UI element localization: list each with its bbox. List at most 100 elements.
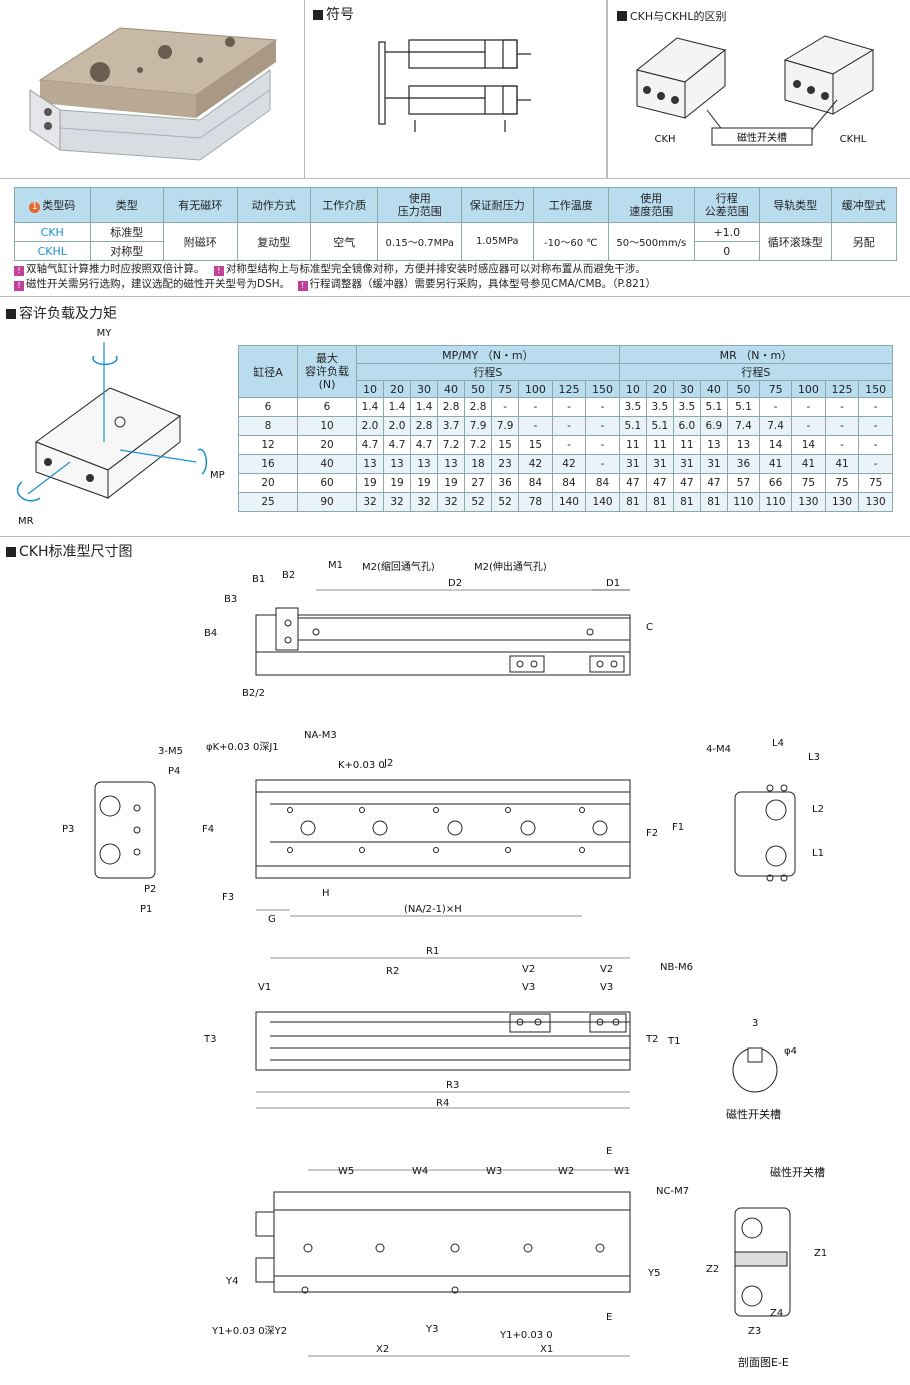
table-cell: 130 xyxy=(824,492,860,512)
table-cell: 130 xyxy=(858,492,893,512)
diff-panel: CKH与CKHL的区别 磁性开关槽 CKH CKHL xyxy=(606,0,910,179)
dim-v2: V2 xyxy=(522,964,535,975)
spec-pressure: 0.15～0.7MPa xyxy=(377,222,463,261)
table-cell: 31 xyxy=(672,454,701,474)
spec-action: 复动型 xyxy=(236,222,311,261)
dim-w1: W1 xyxy=(614,1166,630,1177)
spec-code: CKHL xyxy=(14,241,91,261)
stroke-col: 150 xyxy=(858,380,893,398)
table-cell: 42 xyxy=(518,454,553,474)
dim-na: NA-M3 xyxy=(304,730,337,741)
table-cell: - xyxy=(585,454,620,474)
dim-p1: P1 xyxy=(140,904,152,915)
spec-magnet: 附磁环 xyxy=(163,222,238,261)
dim-l4: L4 xyxy=(772,738,784,749)
table-cell: 140 xyxy=(551,492,587,512)
dim-l1: L1 xyxy=(812,848,824,859)
table-cell: - xyxy=(491,397,520,417)
spec-header: 有无磁环 xyxy=(163,187,238,223)
dim-v1: V1 xyxy=(258,982,271,993)
symbol-panel: 符号 xyxy=(304,0,608,179)
table-cell: 13 xyxy=(355,454,385,474)
table-cell: 12 xyxy=(238,435,298,455)
stroke-col: 30 xyxy=(410,380,439,398)
dim-m4: 4-M4 xyxy=(706,744,731,755)
dim-t2: T2 xyxy=(645,1034,658,1045)
table-cell: 78 xyxy=(518,492,553,512)
table-cell: 47 xyxy=(699,473,728,493)
dim-y1: Y1+0.03 0 xyxy=(499,1330,553,1341)
table-cell: 14 xyxy=(791,435,826,455)
sec-title: 磁性开关槽 xyxy=(770,1165,825,1179)
dim-r2: R2 xyxy=(386,966,399,977)
dim-c: C xyxy=(646,622,653,633)
table-cell: 13 xyxy=(410,454,439,474)
diff-title: CKH与CKHL的区别 xyxy=(617,8,726,24)
table-cell: 3.5 xyxy=(645,397,674,417)
stroke-col: 125 xyxy=(551,380,587,398)
dim-e2: E xyxy=(606,1312,612,1323)
table-cell: 13 xyxy=(726,435,761,455)
dim-kj: φK+0.03 0深J1 xyxy=(206,741,279,753)
stroke-col: 10 xyxy=(355,380,385,398)
dim-k: K+0.03 0 xyxy=(338,760,385,771)
table-cell: 2.0 xyxy=(383,416,412,436)
load-header-bore: 缸径A xyxy=(238,345,298,398)
spec-speed: 50～500mm/s xyxy=(608,222,695,261)
dim-v3: V3 xyxy=(522,982,535,993)
spec-proof: 1.05MPa xyxy=(461,222,534,261)
spec-medium: 空气 xyxy=(309,222,379,261)
table-cell: 7.2 xyxy=(464,435,493,455)
diff-drawing: 磁性开关槽 CKH CKHL xyxy=(635,35,875,146)
dim-w4: W4 xyxy=(412,1166,428,1177)
table-cell: - xyxy=(585,435,620,455)
dim-t1: T1 xyxy=(667,1036,680,1047)
spec-guide: 循环滚珠型 xyxy=(759,222,832,261)
photo-panel xyxy=(0,0,305,179)
spec-header: 行程 公差范围 xyxy=(693,187,761,223)
load-header-stroke: 行程S xyxy=(618,363,894,381)
table-cell: 81 xyxy=(645,492,674,512)
diff-left-label: CKH xyxy=(654,134,675,145)
my-label: MY xyxy=(97,328,113,339)
drawing-divider xyxy=(0,536,910,537)
dim-slot-w: 3 xyxy=(752,1018,758,1029)
table-cell: 2.8 xyxy=(437,397,466,417)
table-cell: - xyxy=(551,397,587,417)
table-cell: 75 xyxy=(858,473,893,493)
table-cell: - xyxy=(824,435,860,455)
table-cell: 5.1 xyxy=(645,416,674,436)
table-cell: - xyxy=(824,416,860,436)
table-cell: 23 xyxy=(491,454,520,474)
table-cell: 4.7 xyxy=(383,435,412,455)
dim-r3: R3 xyxy=(446,1080,459,1091)
dim-p4: P4 xyxy=(168,766,180,777)
dim-z1: Z1 xyxy=(814,1248,827,1259)
load-header-max: 最大 容许负载 (N) xyxy=(297,345,357,398)
table-cell: 75 xyxy=(824,473,860,493)
dim-f1: F1 xyxy=(672,822,684,833)
table-cell: 32 xyxy=(437,492,466,512)
table-cell: 32 xyxy=(355,492,385,512)
stroke-col: 40 xyxy=(437,380,466,398)
table-cell: 1.4 xyxy=(383,397,412,417)
table-cell: 11 xyxy=(645,435,674,455)
dim-b2: B2 xyxy=(282,570,295,581)
table-cell: 4.7 xyxy=(410,435,439,455)
dim-b2half: B2/2 xyxy=(242,688,265,699)
table-cell: - xyxy=(518,416,553,436)
spec-tol-bottom: 0 xyxy=(693,241,761,261)
dim-y4: Y4 xyxy=(225,1276,238,1287)
table-cell: 47 xyxy=(645,473,674,493)
slot-title: 磁性开关槽 xyxy=(726,1107,781,1121)
dimension-drawing: B1 B2 B3 B4 M1 M2(缩回通气孔) M2(伸出通气孔) D2 D1… xyxy=(62,560,827,1369)
dim-v2b: V2 xyxy=(600,964,613,975)
table-cell: 57 xyxy=(726,473,761,493)
table-cell: 10 xyxy=(297,416,357,436)
table-cell: 36 xyxy=(726,454,761,474)
side-view-body xyxy=(255,1011,631,1071)
top-view-body xyxy=(255,614,631,676)
spec-header: 动作方式 xyxy=(236,187,311,223)
